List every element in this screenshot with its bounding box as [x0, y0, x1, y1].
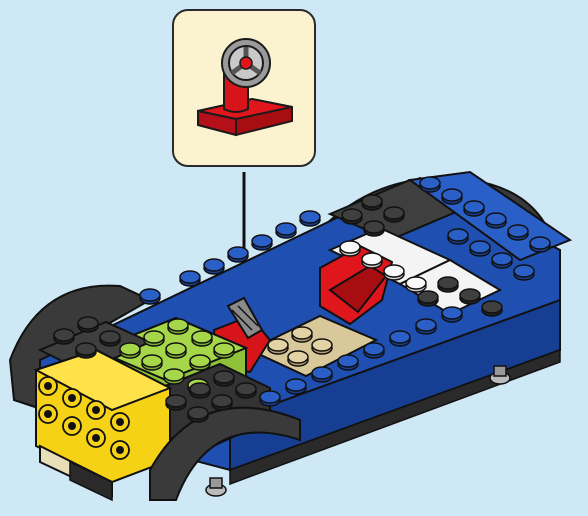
axle-pin-rear [489, 365, 511, 385]
steering-wheel-target [226, 296, 264, 340]
part-callout-box [172, 9, 316, 167]
axle-pin-front [205, 477, 227, 497]
steering-wheel-part-icon [197, 38, 293, 137]
